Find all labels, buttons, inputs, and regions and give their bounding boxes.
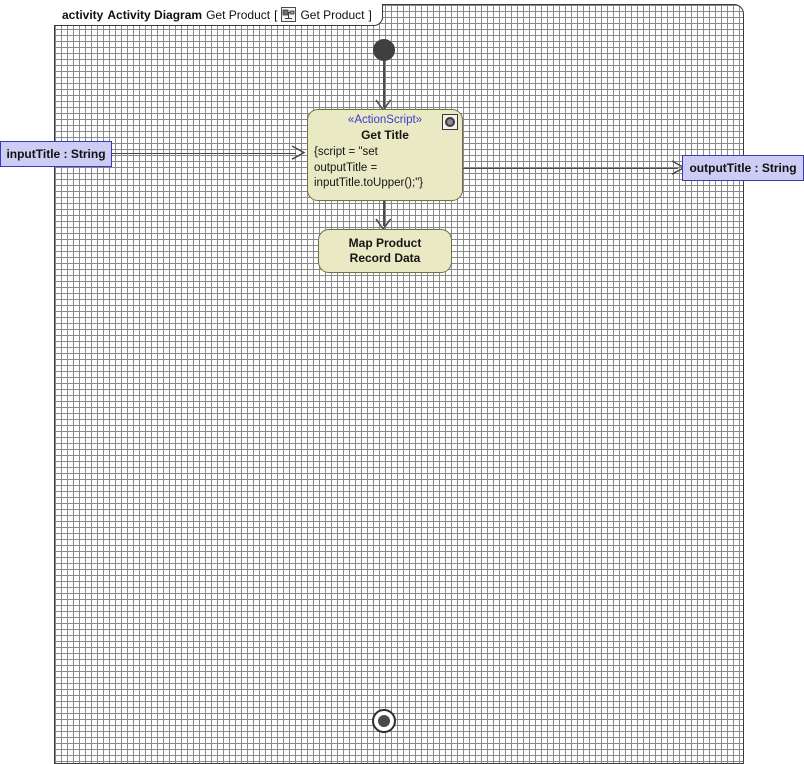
frame-header-tab[interactable]: activity Activity Diagram Get Product [ … bbox=[54, 4, 383, 26]
edge-initial-to-get-title bbox=[383, 61, 385, 107]
activity-parameter-node-input[interactable]: inputTitle : String bbox=[0, 141, 112, 167]
bracket-close: ] bbox=[368, 7, 372, 22]
action-node-get-title[interactable]: «ActionScript» Get Title {script = "set … bbox=[307, 109, 463, 201]
gear-icon bbox=[442, 114, 458, 130]
initial-node[interactable] bbox=[373, 39, 395, 61]
frame-diagram-type: Activity Diagram bbox=[107, 7, 203, 22]
frame-context-name: Get Product bbox=[300, 7, 365, 22]
frame-keyword: activity bbox=[62, 7, 104, 22]
final-node[interactable] bbox=[372, 709, 396, 733]
bracket-open: [ bbox=[274, 7, 278, 22]
action-node-map-product-record-data[interactable]: Map Product Record Data bbox=[318, 229, 452, 273]
activity-artifact-icon bbox=[281, 7, 297, 22]
edge-get-title-to-output bbox=[463, 167, 678, 169]
action-script-body: {script = "set outputTitle = inputTitle.… bbox=[308, 143, 462, 192]
action-title: Get Title bbox=[361, 128, 409, 142]
edge-input-to-get-title bbox=[112, 152, 296, 154]
script-line-3: inputTitle.toUpper();"} bbox=[314, 177, 424, 189]
frame-name: Get Product bbox=[206, 7, 271, 22]
script-line-1: {script = "set bbox=[314, 146, 378, 158]
script-line-2: outputTitle = bbox=[314, 161, 378, 174]
edge-get-title-to-map-product bbox=[383, 201, 385, 226]
activity-parameter-node-output[interactable]: outputTitle : String bbox=[682, 155, 804, 181]
arrowhead-input-to-get-title bbox=[291, 145, 306, 160]
stereotype-label: «ActionScript» bbox=[347, 114, 423, 126]
action-title-line-1: Map Product bbox=[348, 236, 422, 250]
action-title-line-2: Record Data bbox=[349, 251, 421, 265]
